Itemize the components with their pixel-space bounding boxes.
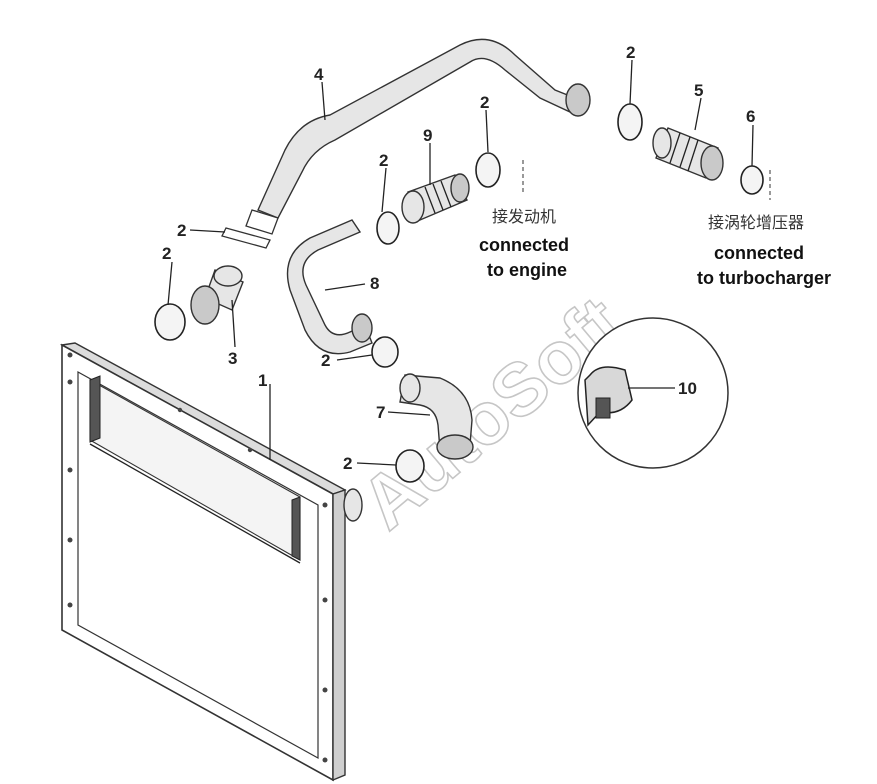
hose-clamp bbox=[740, 165, 764, 195]
engine-note-en-line1: connected bbox=[479, 235, 569, 255]
hose-clamp bbox=[395, 449, 425, 483]
callout-10: 10 bbox=[678, 379, 697, 398]
turbo-note-en-line1: connected bbox=[714, 243, 804, 263]
upper-air-pipe bbox=[245, 38, 591, 235]
small-sleeve bbox=[221, 227, 271, 249]
callout-4: 4 bbox=[314, 65, 324, 84]
callout-7: 7 bbox=[376, 403, 385, 422]
engine-note-cn: 接发动机 bbox=[492, 207, 556, 226]
turbo-note-en-line2: to turbocharger bbox=[697, 268, 831, 288]
hose-clamp bbox=[154, 303, 186, 341]
hose-clamp bbox=[371, 336, 399, 368]
callout-6: 6 bbox=[746, 107, 755, 126]
hose-clamp bbox=[376, 211, 400, 245]
callout-2: 2 bbox=[626, 43, 635, 62]
callout-2: 2 bbox=[177, 221, 186, 240]
detail-inset bbox=[577, 317, 729, 469]
turbo-hose bbox=[652, 127, 724, 181]
leader-lines bbox=[167, 59, 771, 466]
callout-3: 3 bbox=[228, 349, 237, 368]
engine-hose bbox=[401, 173, 470, 224]
callout-2: 2 bbox=[343, 454, 352, 473]
callout-8: 8 bbox=[370, 274, 379, 293]
callout-2: 2 bbox=[321, 351, 330, 370]
elbow-hose bbox=[399, 373, 474, 460]
bent-pipe bbox=[286, 219, 373, 355]
inlet-hose bbox=[190, 265, 244, 325]
callout-2: 2 bbox=[162, 244, 171, 263]
callout-2: 2 bbox=[480, 93, 489, 112]
callout-9: 9 bbox=[423, 126, 432, 145]
hose-clamp bbox=[475, 152, 501, 188]
callout-5: 5 bbox=[694, 81, 703, 100]
hose-clamp bbox=[617, 103, 643, 141]
callout-2: 2 bbox=[379, 151, 388, 170]
turbo-note-cn: 接涡轮增压器 bbox=[708, 213, 804, 232]
callout-1: 1 bbox=[258, 371, 267, 390]
intercooler-core bbox=[59, 342, 363, 782]
engine-note-en-line2: to engine bbox=[487, 260, 567, 280]
